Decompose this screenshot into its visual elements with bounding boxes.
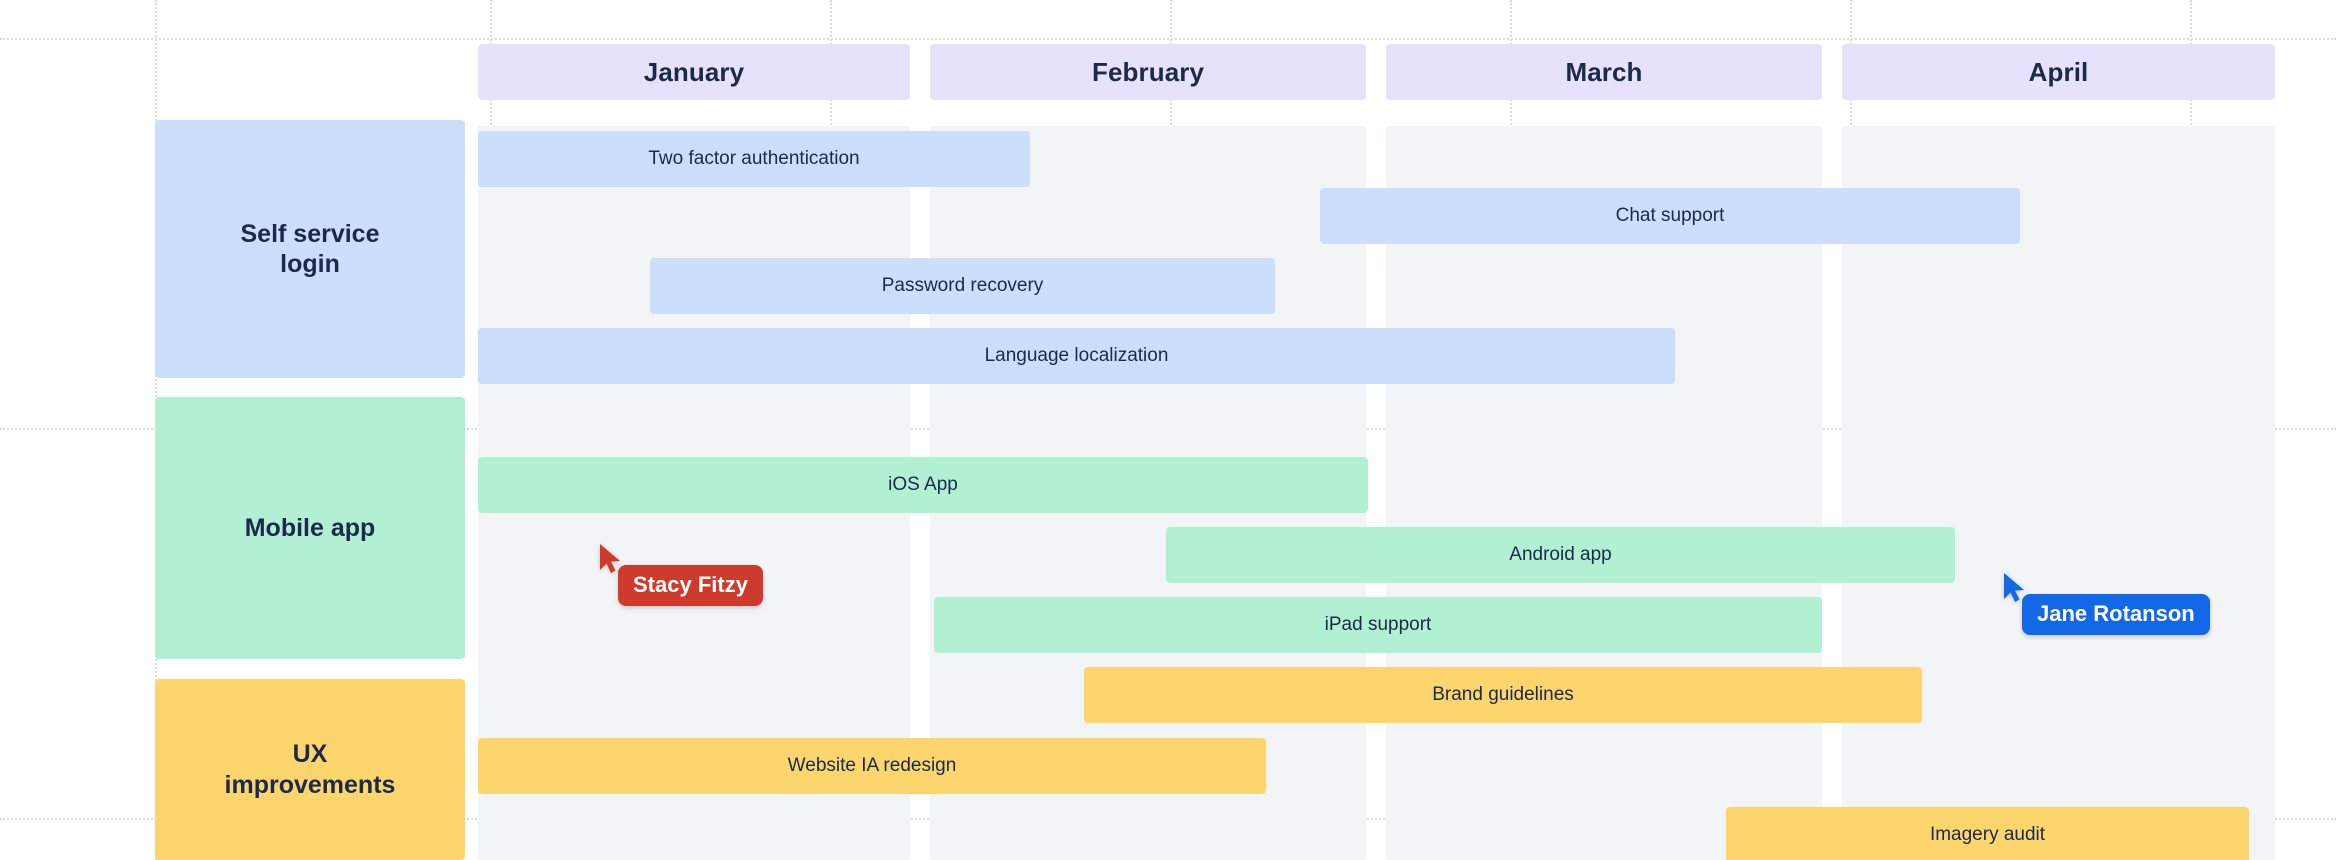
task-bar-label: Imagery audit (1929, 824, 2046, 845)
task-bar[interactable]: iOS App (478, 457, 1368, 513)
task-bar[interactable]: Android app (1166, 527, 1955, 583)
task-bar-label: Password recovery (881, 275, 1044, 296)
month-header-label: February (1091, 56, 1205, 87)
task-bar[interactable]: Chat support (1320, 188, 2020, 244)
swimlane-label: UX improvements (224, 740, 396, 799)
task-bar-label: Two factor authentication (648, 148, 860, 169)
task-bar-label: iOS App (888, 474, 958, 495)
task-bar[interactable]: Password recovery (650, 258, 1275, 314)
month-header-label: March (1565, 56, 1643, 87)
task-bar[interactable]: Imagery audit (1726, 807, 2249, 860)
task-bar[interactable]: Brand guidelines (1084, 667, 1922, 723)
task-bar[interactable]: Website IA redesign (478, 738, 1266, 794)
swimlane-label: Self service login (240, 219, 380, 279)
month-header-label: April (2028, 56, 2089, 87)
swimlane-chip-ux-improvements[interactable]: UX improvements (155, 679, 465, 860)
swimlane-label: Mobile app (244, 513, 376, 542)
month-band-march (1386, 126, 1822, 860)
task-bar-label: iPad support (1324, 614, 1432, 635)
month-header-february[interactable]: February (930, 44, 1366, 100)
month-header-april[interactable]: April (1842, 44, 2275, 100)
month-header-january[interactable]: January (478, 44, 910, 100)
task-bar-label: Brand guidelines (1432, 684, 1574, 705)
task-bar-label: Chat support (1615, 205, 1725, 226)
month-band-april (1842, 126, 2275, 860)
task-bar[interactable]: Two factor authentication (478, 131, 1030, 187)
swimlane-chip-mobile-app[interactable]: Mobile app (155, 397, 465, 659)
month-header-march[interactable]: March (1386, 44, 1822, 100)
task-bar-label: Website IA redesign (787, 755, 957, 776)
task-bar-label: Android app (1509, 544, 1612, 565)
task-bar-label: Language localization (984, 345, 1169, 366)
grid-line-horizontal-0 (0, 38, 2336, 40)
task-bar[interactable]: iPad support (934, 597, 1822, 653)
swimlane-chip-self-service-login[interactable]: Self service login (155, 120, 465, 378)
task-bar[interactable]: Language localization (478, 328, 1675, 384)
month-header-label: January (643, 56, 745, 87)
